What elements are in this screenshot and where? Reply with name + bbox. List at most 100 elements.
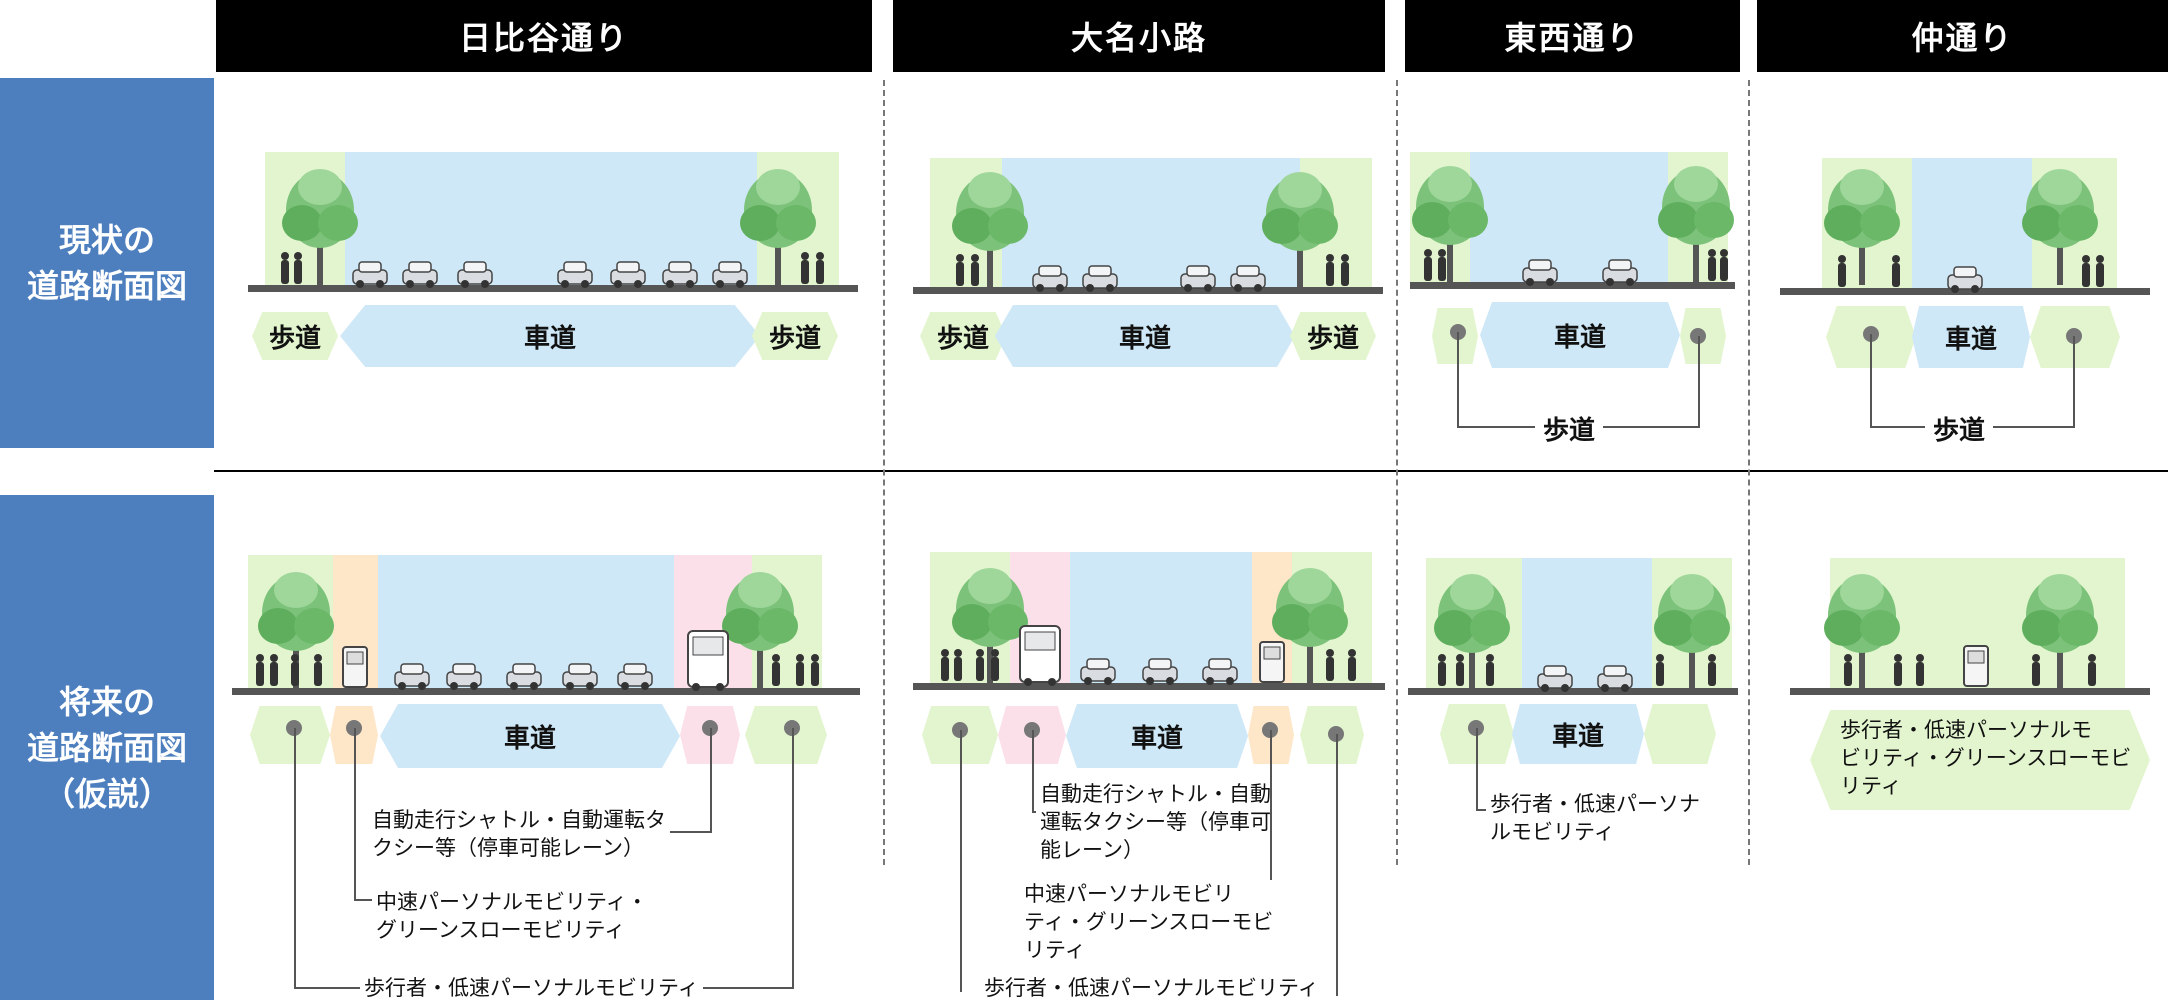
pedestrian-icon bbox=[270, 654, 278, 686]
car-icon bbox=[352, 261, 388, 289]
callout-line bbox=[294, 728, 296, 988]
callout-line bbox=[960, 730, 962, 992]
sidewalk-callout-label: 歩道 bbox=[1925, 410, 1994, 447]
sidewalk-label: 歩道 bbox=[252, 312, 338, 360]
pedestrian-icon bbox=[816, 252, 824, 284]
pedestrian-icon bbox=[1838, 255, 1846, 287]
tree-icon bbox=[722, 572, 798, 688]
pedestrian-icon bbox=[801, 252, 809, 284]
car-icon bbox=[446, 663, 482, 691]
car-icon bbox=[457, 261, 493, 289]
callout-line bbox=[1270, 730, 1272, 923]
pedestrian-icon bbox=[941, 649, 949, 681]
tree-icon bbox=[952, 568, 1028, 684]
shared-space-label: 歩行者・低速パーソナルモ ビリティ・グリーンスローモビ リティ bbox=[1840, 718, 2132, 798]
callout-line bbox=[792, 728, 794, 988]
bus-icon bbox=[1019, 625, 1061, 687]
roadway-label: 車道 bbox=[380, 704, 680, 768]
shuttle-icon bbox=[1963, 645, 1989, 687]
pedestrian-icon bbox=[2088, 654, 2096, 686]
car-icon bbox=[1230, 265, 1266, 293]
pedestrian-icon bbox=[1438, 654, 1446, 686]
pedestrian-icon bbox=[796, 654, 804, 686]
shuttle-lane-label: 自動走行シャトル・自動 運転タクシー等（停車可 能レーン） bbox=[1036, 780, 1275, 864]
car-icon bbox=[562, 663, 598, 691]
pedestrian-icon bbox=[2032, 654, 2040, 686]
column-divider bbox=[1396, 80, 1398, 865]
car-icon bbox=[1602, 259, 1638, 287]
ground-line bbox=[1410, 282, 1735, 289]
sidewalk-callout-label: 歩道 bbox=[1535, 410, 1604, 447]
car-icon bbox=[617, 663, 653, 691]
pedestrian-label: 歩行者・低速パーソナルモビリティ bbox=[980, 974, 1323, 1002]
shuttle-lane-label: 自動走行シャトル・自動運転タ クシー等（停車可能レーン） bbox=[368, 806, 670, 862]
pedestrian-label: 歩行者・低速パーソナルモビリティ bbox=[360, 974, 703, 1002]
pedestrian-icon bbox=[1916, 654, 1924, 686]
pedestrian-icon bbox=[976, 649, 984, 681]
roadway-label: 車道 bbox=[340, 305, 760, 367]
callout-line bbox=[1870, 334, 1872, 427]
mid-speed-label: 中速パーソナルモビリ ティ・グリーンスローモビ リティ bbox=[1020, 880, 1278, 964]
pedestrian-icon bbox=[2096, 255, 2104, 287]
pedestrian-marker bbox=[1644, 704, 1716, 764]
car-icon bbox=[1522, 259, 1558, 287]
row-label-current: 現状の 道路断面図 bbox=[0, 78, 214, 448]
pedestrian-icon bbox=[2082, 255, 2090, 287]
car-icon bbox=[662, 261, 698, 289]
pedestrian-icon bbox=[1424, 249, 1432, 281]
column-header-naka: 仲通り bbox=[1757, 0, 2168, 72]
row-label-future: 将来の 道路断面図 （仮説） bbox=[0, 495, 214, 1000]
car-icon bbox=[1537, 665, 1573, 693]
pedestrian-icon bbox=[971, 254, 979, 286]
pedestrian-icon bbox=[1348, 649, 1356, 681]
mid-speed-label: 中速パーソナルモビリティ・ グリーンスローモビリティ bbox=[372, 888, 652, 944]
tree-icon bbox=[1824, 169, 1900, 285]
tree-icon bbox=[1824, 574, 1900, 690]
car-icon bbox=[1597, 665, 1633, 693]
pedestrian-icon bbox=[1708, 654, 1716, 686]
pedestrian-icon bbox=[956, 254, 964, 286]
pedestrian-icon bbox=[314, 654, 322, 686]
column-divider bbox=[883, 80, 885, 865]
ground-line bbox=[1408, 688, 1738, 695]
roadway-zone bbox=[1470, 152, 1668, 282]
car-icon bbox=[402, 261, 438, 289]
car-icon bbox=[1202, 658, 1238, 686]
pedestrian-icon bbox=[772, 654, 780, 686]
roadway-label: 車道 bbox=[1066, 704, 1248, 768]
tree-icon bbox=[282, 169, 358, 285]
car-icon bbox=[1082, 265, 1118, 293]
sidewalk-label: 歩道 bbox=[1290, 312, 1376, 360]
pedestrian-label: 歩行者・低速パーソナ ルモビリティ bbox=[1486, 790, 1704, 846]
column-header-hibiya: 日比谷通り bbox=[216, 0, 872, 72]
pedestrian-icon bbox=[281, 252, 289, 284]
roadway-label: 車道 bbox=[1480, 302, 1680, 368]
callout-line bbox=[710, 728, 712, 832]
ground-line bbox=[1790, 688, 2150, 695]
ground-line bbox=[913, 287, 1383, 294]
pedestrian-icon bbox=[991, 649, 999, 681]
pedestrian-icon bbox=[1326, 254, 1334, 286]
callout-line bbox=[1698, 336, 1700, 427]
car-icon bbox=[394, 663, 430, 691]
pedestrian-icon bbox=[256, 654, 264, 686]
pedestrian-icon bbox=[1720, 249, 1728, 281]
pedestrian-icon bbox=[1326, 649, 1334, 681]
pedestrian-icon bbox=[1456, 654, 1464, 686]
pedestrian-icon bbox=[1438, 249, 1446, 281]
shuttle-icon bbox=[342, 646, 368, 688]
roadway-zone bbox=[1522, 558, 1652, 688]
car-icon bbox=[712, 261, 748, 289]
shuttle-icon bbox=[1259, 641, 1285, 683]
car-icon bbox=[506, 663, 542, 691]
callout-line bbox=[2073, 336, 2075, 427]
tree-icon bbox=[1654, 574, 1730, 690]
car-icon bbox=[610, 261, 646, 289]
car-icon bbox=[1947, 266, 1983, 294]
column-header-daimyo: 大名小路 bbox=[893, 0, 1385, 72]
pedestrian-icon bbox=[1894, 654, 1902, 686]
pedestrian-icon bbox=[294, 252, 302, 284]
pedestrian-marker bbox=[745, 706, 827, 764]
pedestrian-icon bbox=[1892, 255, 1900, 287]
roadway-label: 車道 bbox=[1912, 306, 2030, 368]
